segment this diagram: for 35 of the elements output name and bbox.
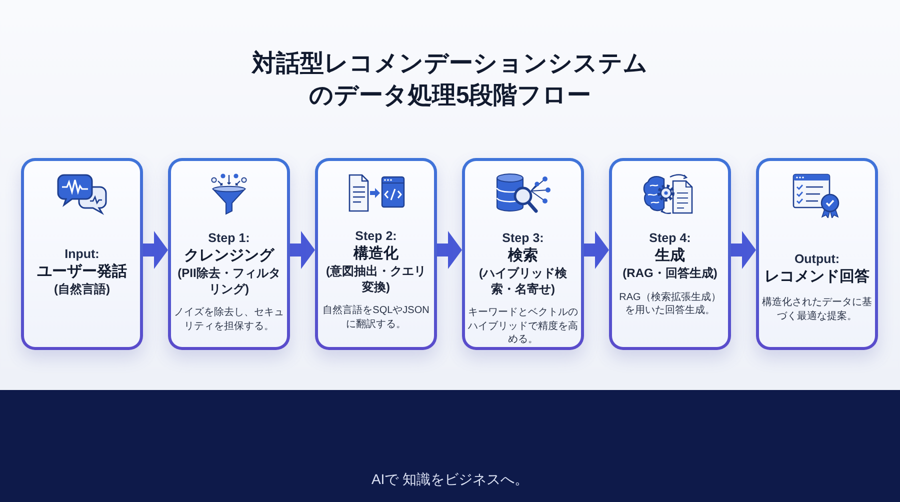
step-title: 生成 — [655, 246, 685, 266]
arrow — [731, 231, 756, 269]
step-subtitle: (ハイブリッド検索・名寄せ) — [478, 266, 568, 297]
step-title: 構造化 — [354, 244, 398, 264]
step-title: レコメンド回答 — [764, 267, 870, 287]
arrow — [584, 231, 609, 269]
process-card — [168, 158, 290, 350]
process-card — [21, 158, 143, 350]
step-title: 検索 — [508, 246, 538, 266]
step-label: Step 4: — [649, 231, 691, 246]
arrow — [143, 231, 168, 269]
process-card — [462, 158, 584, 350]
step-label: Step 2: — [355, 229, 397, 244]
process-card — [609, 158, 731, 350]
step-description: 自然言語をSQLやJSONに翻訳する。 — [322, 304, 430, 331]
arrow — [290, 231, 315, 269]
step-label: Output: — [794, 252, 840, 267]
process-card — [315, 158, 437, 350]
step-description: キーワードとベクトルのハイブリッドで精度を高める。 — [468, 306, 578, 346]
step-subtitle: (RAG・回答生成) — [622, 266, 718, 282]
arrow — [437, 231, 462, 269]
step-description: ノイズを除去し、セキュリティを担保する。 — [174, 306, 284, 333]
step-subtitle: (PII除去・フィルタリング) — [176, 266, 282, 297]
process-card — [756, 158, 878, 350]
step-subtitle: (意図抽出・クエリ変換) — [325, 264, 427, 295]
step-label: Step 1: — [208, 231, 250, 246]
step-description: RAG（検索拡張生成）を用いた回答生成。 — [618, 290, 722, 318]
step-subtitle: (自然言語) — [54, 282, 110, 298]
tagline-text: AIで 知識をビジネスへ。 — [371, 470, 529, 488]
step-label: Step 3: — [502, 231, 544, 246]
step-description: 構造化されたデータに基づく最適な提案。 — [762, 296, 872, 323]
title: 対話型レコメンデーションシステムのデータ処理5段階フロー — [250, 49, 649, 112]
step-title: ユーザー発話 — [37, 262, 127, 282]
step-title: クレンジング — [184, 246, 274, 266]
step-label: Input: — [64, 247, 100, 262]
